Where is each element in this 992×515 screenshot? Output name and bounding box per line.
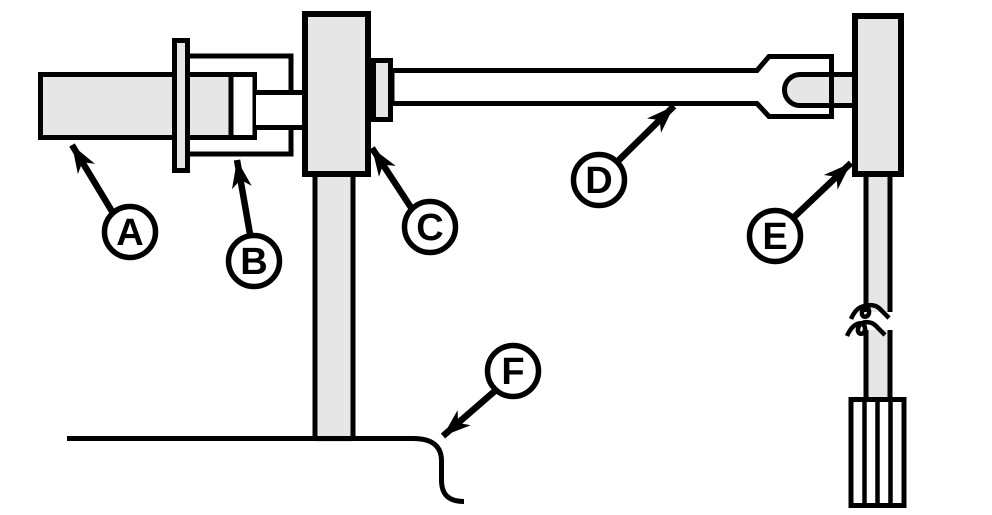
callout-f-arrow (440, 387, 499, 439)
lever-shaft-lower-fill (866, 330, 890, 400)
callout-e-arrow (790, 160, 854, 221)
callout-d: D (570, 103, 677, 209)
lever-assembly (844, 13, 907, 508)
callout-c-circle (401, 198, 459, 256)
callout-a-letter: A (116, 212, 143, 254)
clevis-pin (782, 72, 853, 108)
callout-b-circle (225, 232, 283, 290)
callout-f: F (440, 342, 542, 439)
callout-c-arrow (369, 146, 415, 211)
callout-d-arrow (615, 103, 677, 164)
connector-shaft (256, 95, 305, 125)
callout-e-circle (746, 207, 804, 265)
callout-a: A (69, 143, 159, 261)
column-c-boss (371, 58, 393, 122)
center-column-assembly (302, 11, 393, 442)
lever-shaft-upper-fill (866, 172, 890, 315)
callout-b: B (225, 159, 283, 290)
callout-b-letter: B (240, 241, 267, 283)
callout-a-arrow (69, 143, 116, 215)
cylinder-cap (233, 77, 253, 135)
callout-d-letter: D (585, 160, 612, 202)
flange-plate (172, 38, 190, 173)
column-e-block (852, 13, 904, 177)
left-linkage-assembly (38, 38, 306, 173)
callout-b-arrow (231, 159, 254, 235)
support-leg-fill (315, 176, 353, 442)
link-rod-d (389, 54, 834, 119)
break-squiggle-upper (848, 302, 891, 321)
break-squiggle-lower (844, 319, 887, 338)
callout-d-circle (570, 151, 628, 209)
callout-c-letter: C (416, 207, 443, 249)
callout-f-letter: F (501, 351, 524, 393)
callout-a-circle (101, 203, 159, 261)
rod-a-body (38, 72, 257, 140)
callout-e-letter: E (762, 216, 787, 258)
floor-profile-line (67, 436, 465, 504)
callout-f-circle (484, 342, 542, 400)
column-c-block (302, 11, 371, 177)
callout-c: C (369, 146, 459, 256)
link-rod-assembly (389, 54, 853, 119)
callout-e: E (746, 160, 854, 265)
